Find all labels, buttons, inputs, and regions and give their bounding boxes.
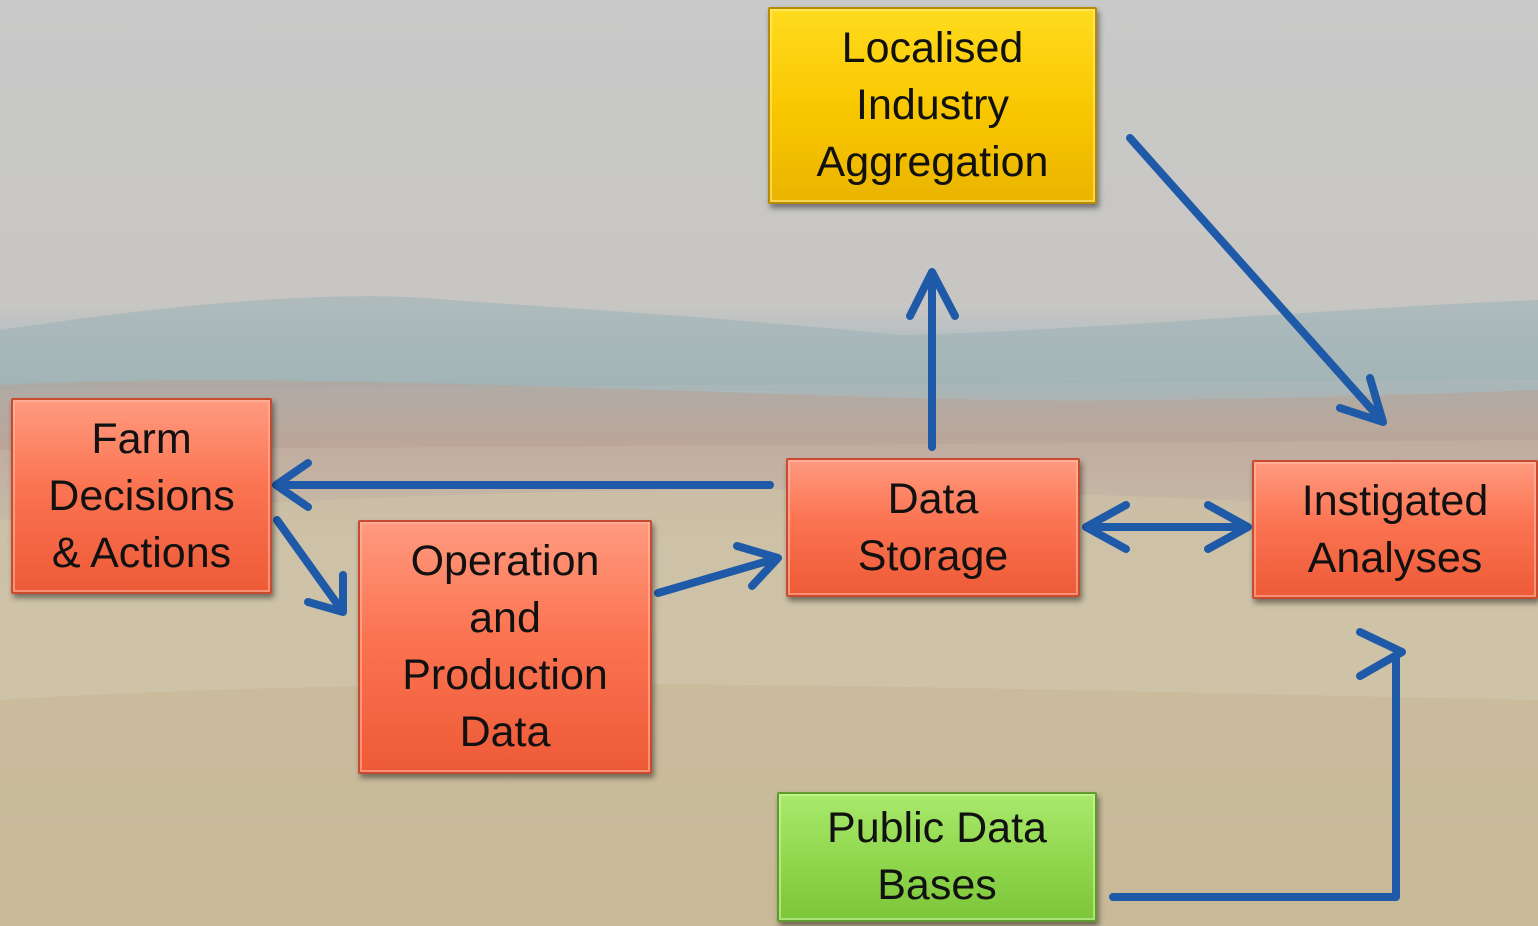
arrow-storage-to-localised [906,268,959,451]
arrow-storage-to-farm [272,459,774,511]
data-storage-box: Data Storage [786,458,1080,597]
public-data-bases-label: Public Data Bases [827,804,1047,909]
data-storage-label: Data Storage [857,474,1009,580]
instigated-analyses-box: Instigated Analyses [1252,460,1538,599]
instigated-analyses-label: Instigated Analyses [1301,476,1489,582]
operation-production-data-box: Operation and Production Data [358,520,652,774]
arrow-storage-instigated-bidirectional [1082,501,1252,553]
public-data-bases-box: Public Data Bases [777,792,1097,922]
arrow-operation-to-storage [654,542,782,597]
farm-decisions-actions-label: Farm Decisions & Actions [48,414,235,577]
arrow-localised-to-instigated [1126,134,1387,426]
arrow-farm-to-operation [273,516,347,616]
farm-decisions-actions-box: Farm Decisions & Actions [11,398,272,594]
operation-production-data-label: Operation and Production Data [402,537,608,756]
localised-industry-aggregation-label: Localised Industry Aggregation [816,24,1049,186]
localised-industry-aggregation-box: Localised Industry Aggregation [768,7,1097,204]
arrow-public-to-instigated [1109,628,1406,901]
